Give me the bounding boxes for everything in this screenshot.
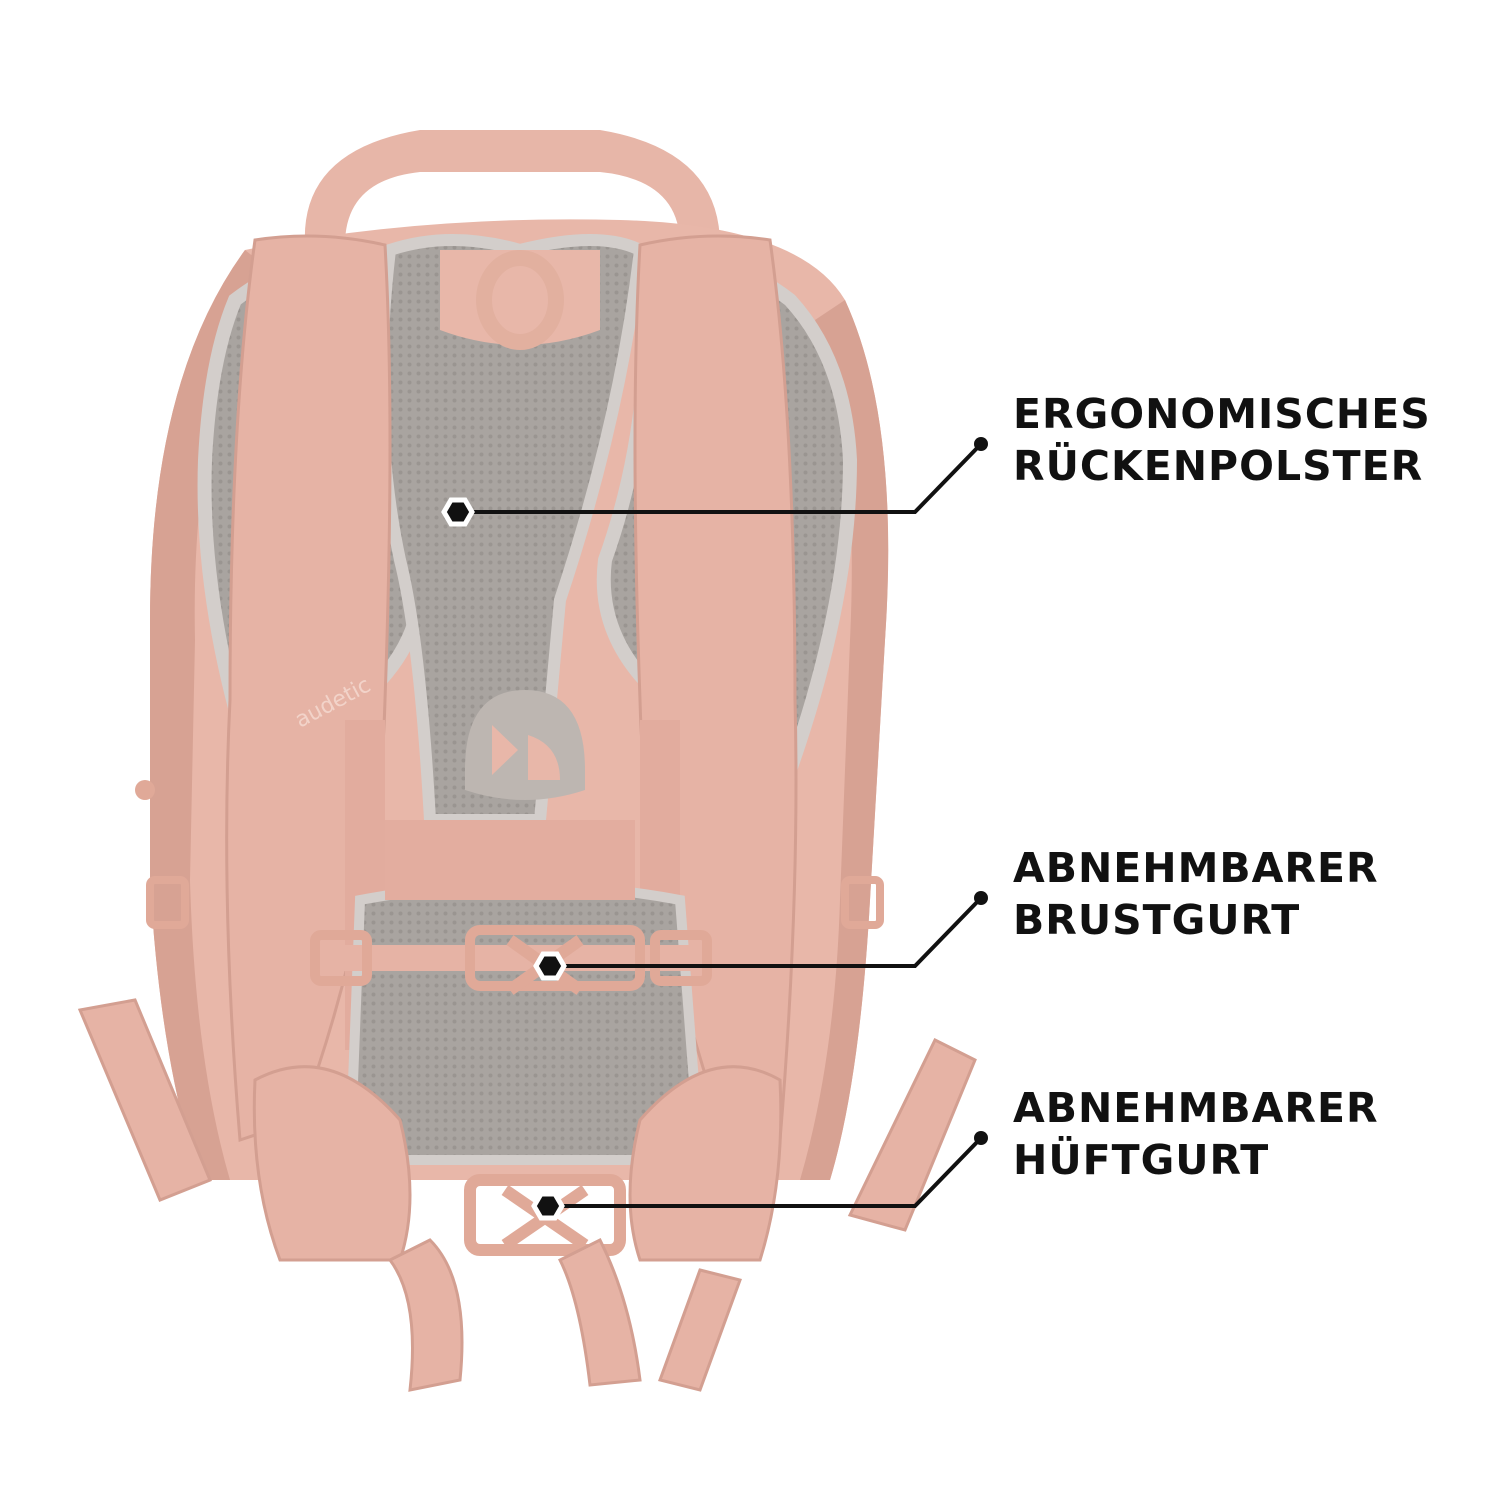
- callout-chest-strap: ABNEHMBARER BRUSTGURT: [1013, 842, 1379, 946]
- callout-chest-strap-line1: ABNEHMBARER: [1013, 844, 1379, 892]
- hip-belt-left: [252, 1065, 412, 1262]
- callout-back-padding-line1: ERGONOMISCHES: [1013, 390, 1431, 438]
- hip-belt-buckle: [464, 1174, 626, 1256]
- callout-back-padding: ERGONOMISCHES RÜCKENPOLSTER: [1013, 388, 1431, 492]
- hexagon-marker-hip-belt: [531, 1191, 565, 1221]
- callout-hip-belt-line2: HÜFTGURT: [1013, 1136, 1270, 1184]
- hexagon-marker-back-padding: [441, 497, 475, 527]
- callout-line-hip-belt: [531, 1131, 988, 1221]
- right-loose-strap: [847, 1037, 977, 1232]
- top-handle: [304, 130, 720, 245]
- logo-badge: [465, 690, 585, 800]
- callout-line-back-padding: [441, 437, 988, 527]
- callout-hip-belt: ABNEHMBARER HÜFTGURT: [1013, 1082, 1379, 1186]
- callout-line-chest-strap: [533, 891, 988, 981]
- hip-strap-right: [557, 1237, 642, 1387]
- chest-strap-buckle: [465, 925, 645, 991]
- hexagon-marker-chest-strap: [533, 951, 567, 981]
- hip-strap-left: [387, 1238, 464, 1392]
- callout-back-padding-line2: RÜCKENPOLSTER: [1013, 442, 1424, 490]
- callout-hip-belt-line1: ABNEHMBARER: [1013, 1084, 1379, 1132]
- left-loose-strap: [77, 998, 212, 1202]
- callout-chest-strap-line2: BRUSTGURT: [1013, 896, 1301, 944]
